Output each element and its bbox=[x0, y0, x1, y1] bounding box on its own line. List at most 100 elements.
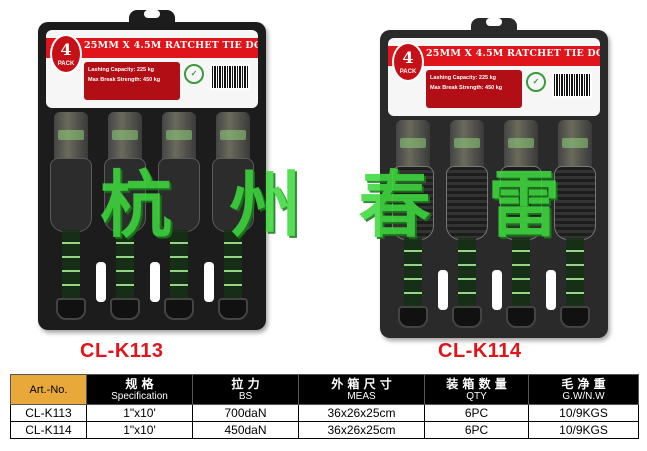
ratchet-mechanism bbox=[162, 112, 196, 164]
spec-box: Lashing Capacity: 225 kg Max Break Stren… bbox=[84, 62, 180, 100]
package-header: 4 PACK 25MM X 4.5M RATCHET TIE DOWNS Las… bbox=[388, 38, 600, 116]
ratchet-handle bbox=[104, 158, 146, 232]
ratchet-strap bbox=[156, 112, 202, 320]
barcode-icon bbox=[552, 72, 592, 98]
strap-webbing bbox=[62, 230, 80, 306]
column-header-meas: 外 箱 尺 寸 MEAS bbox=[298, 374, 425, 405]
cell-meas: 36x26x25cm bbox=[298, 421, 425, 439]
strap-webbing bbox=[512, 238, 530, 314]
cell-qty: 6PC bbox=[424, 404, 529, 422]
ratchet-mechanism bbox=[450, 120, 484, 172]
pack-count: 4 bbox=[60, 40, 72, 59]
ratchet-mechanism bbox=[216, 112, 250, 164]
s-hook-icon bbox=[398, 306, 428, 328]
column-header-qty: 装 箱 数 量 QTY bbox=[424, 374, 529, 405]
cell-art-no: CL-K114 bbox=[10, 421, 87, 439]
cell-weight: 10/9KGS bbox=[528, 421, 639, 439]
model-label-k113: CL-K113 bbox=[80, 340, 164, 362]
ratchet-strap bbox=[444, 120, 490, 328]
ratchet-set bbox=[48, 112, 256, 320]
strap-webbing bbox=[170, 230, 188, 306]
s-hook-icon bbox=[164, 298, 194, 320]
pack-word: PACK bbox=[57, 61, 75, 67]
strap-webbing bbox=[566, 238, 584, 314]
barcode-icon bbox=[210, 64, 250, 90]
certification-mark-icon: ✓ bbox=[184, 64, 204, 84]
table-header-row: Art.-No. 规 格 Specification 拉 力 BS 外 箱 尺 … bbox=[10, 374, 639, 405]
cell-meas: 36x26x25cm bbox=[298, 404, 425, 422]
card-slot bbox=[438, 270, 448, 310]
card-slot bbox=[150, 262, 160, 302]
pack-word: PACK bbox=[399, 69, 417, 75]
ratchet-handle-grip bbox=[500, 166, 542, 240]
column-header-weight: 毛 净 重 G.W/N.W bbox=[528, 374, 639, 405]
ratchet-handle bbox=[158, 158, 200, 232]
s-hook-icon bbox=[110, 298, 140, 320]
ratchet-handle-grip bbox=[392, 166, 434, 240]
cell-qty: 6PC bbox=[424, 421, 529, 439]
cell-specification: 1"x10' bbox=[86, 404, 193, 422]
pack-badge: 4 PACK bbox=[392, 42, 424, 82]
header-band bbox=[388, 46, 600, 66]
product-card-k114: 4 PACK 25MM X 4.5M RATCHET TIE DOWNS Las… bbox=[380, 18, 608, 338]
strap-webbing bbox=[224, 230, 242, 306]
ratchet-mechanism bbox=[54, 112, 88, 164]
ratchet-handle-grip bbox=[554, 166, 596, 240]
spec-box: Lashing Capacity: 225 kg Max Break Stren… bbox=[426, 70, 522, 108]
break-strength: Max Break Strength: 450 kg bbox=[430, 85, 503, 91]
package-title: 25MM X 4.5M RATCHET TIE DOWNS bbox=[426, 48, 600, 59]
product-card-k113: 4 PACK 25MM X 4.5M RATCHET TIE DOWNS Las… bbox=[38, 10, 266, 330]
ratchet-set bbox=[390, 120, 598, 328]
package-title: 25MM X 4.5M RATCHET TIE DOWNS bbox=[84, 40, 258, 51]
ratchet-strap bbox=[552, 120, 598, 328]
break-strength: Max Break Strength: 450 kg bbox=[88, 77, 161, 83]
strap-webbing bbox=[458, 238, 476, 314]
cell-art-no: CL-K113 bbox=[10, 404, 87, 422]
ratchet-mechanism bbox=[558, 120, 592, 172]
ratchet-handle bbox=[212, 158, 254, 232]
ratchet-strap bbox=[48, 112, 94, 320]
table-row: CL-K114 1"x10' 450daN 36x26x25cm 6PC 10/… bbox=[10, 421, 639, 439]
strap-webbing bbox=[116, 230, 134, 306]
s-hook-icon bbox=[452, 306, 482, 328]
cell-specification: 1"x10' bbox=[86, 421, 193, 439]
s-hook-icon bbox=[560, 306, 590, 328]
hang-hole bbox=[144, 10, 160, 18]
ratchet-strap bbox=[390, 120, 436, 328]
hang-tab bbox=[129, 10, 175, 32]
column-header-art-no: Art.-No. bbox=[10, 374, 87, 405]
column-header-specification: 规 格 Specification bbox=[86, 374, 193, 405]
certification-mark-icon: ✓ bbox=[526, 72, 546, 92]
hang-tab bbox=[471, 18, 517, 40]
ratchet-strap bbox=[210, 112, 256, 320]
ratchet-strap bbox=[498, 120, 544, 328]
ratchet-mechanism bbox=[108, 112, 142, 164]
cell-weight: 10/9KGS bbox=[528, 404, 639, 422]
ratchet-handle-grip bbox=[446, 166, 488, 240]
strap-webbing bbox=[404, 238, 422, 314]
s-hook-icon bbox=[56, 298, 86, 320]
lashing-capacity: Lashing Capacity: 225 kg bbox=[88, 67, 155, 73]
spec-table: Art.-No. 规 格 Specification 拉 力 BS 外 箱 尺 … bbox=[10, 374, 639, 439]
ratchet-strap bbox=[102, 112, 148, 320]
card-slot bbox=[204, 262, 214, 302]
header-band bbox=[46, 38, 258, 58]
card-slot bbox=[492, 270, 502, 310]
cell-bs: 450daN bbox=[192, 421, 299, 439]
pack-count: 4 bbox=[402, 48, 414, 67]
table-row: CL-K113 1"x10' 700daN 36x26x25cm 6PC 10/… bbox=[10, 404, 639, 422]
model-label-k114: CL-K114 bbox=[438, 340, 522, 362]
hang-hole bbox=[486, 18, 502, 26]
lashing-capacity: Lashing Capacity: 225 kg bbox=[430, 75, 497, 81]
package-header: 4 PACK 25MM X 4.5M RATCHET TIE DOWNS Las… bbox=[46, 30, 258, 108]
card-slot bbox=[96, 262, 106, 302]
card-slot bbox=[546, 270, 556, 310]
s-hook-icon bbox=[506, 306, 536, 328]
s-hook-icon bbox=[218, 298, 248, 320]
cell-bs: 700daN bbox=[192, 404, 299, 422]
pack-badge: 4 PACK bbox=[50, 34, 82, 74]
ratchet-handle bbox=[50, 158, 92, 232]
ratchet-mechanism bbox=[504, 120, 538, 172]
ratchet-mechanism bbox=[396, 120, 430, 172]
column-header-bs: 拉 力 BS bbox=[192, 374, 299, 405]
